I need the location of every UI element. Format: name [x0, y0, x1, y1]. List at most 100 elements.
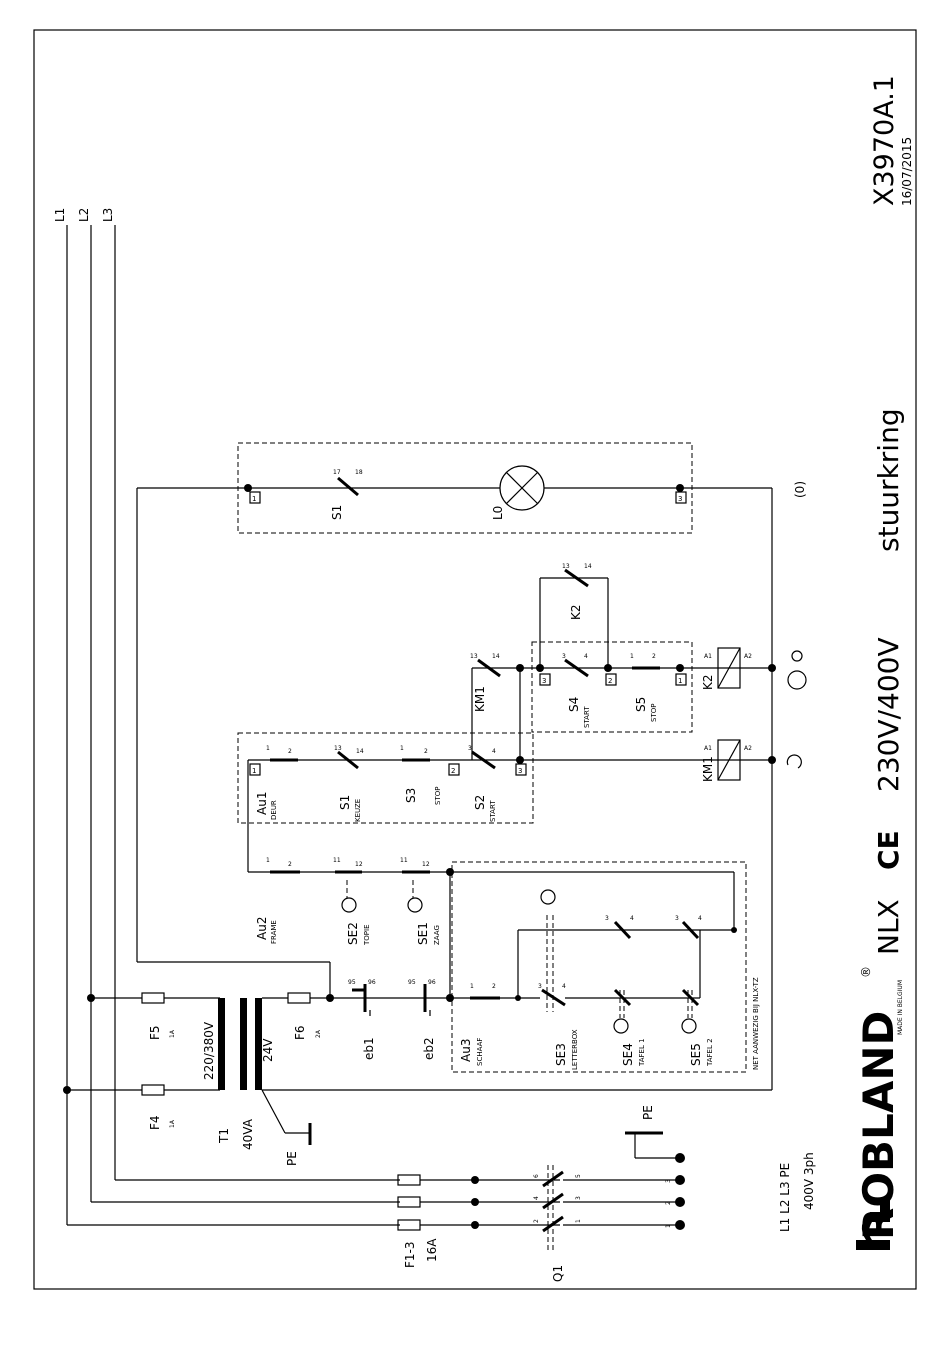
robland-emblem-icon	[856, 1200, 890, 1250]
svg-text:DEUR: DEUR	[270, 800, 278, 820]
transformer-t1: F4 1A F5 1A F6 2A 220/380V 24V T1 40VA P…	[63, 992, 772, 1166]
optional-group-nlx-tz: Au3 SCHAAF SE3 LETTERBOX SE4 TAFEL 1 SE5…	[446, 861, 760, 1073]
svg-text:3: 3	[518, 767, 522, 775]
svg-text:A1: A1	[704, 745, 712, 752]
se1-label: SE1	[416, 922, 430, 945]
svg-text:13: 13	[470, 653, 478, 660]
q1-label: Q1	[551, 1265, 565, 1282]
au1-label: Au1	[255, 792, 269, 815]
svg-text:6: 6	[533, 1174, 540, 1178]
svg-text:18: 18	[355, 469, 363, 476]
s5-label: S5	[634, 697, 648, 712]
svg-text:A2: A2	[744, 653, 752, 660]
l0-label: L0	[491, 506, 505, 520]
svg-text:5: 5	[575, 1174, 582, 1178]
svg-text:®: ®	[859, 966, 873, 978]
voltage-title: 230V/400V	[872, 637, 905, 792]
se4-label: SE4	[621, 1043, 635, 1066]
svg-text:1: 1	[266, 745, 270, 752]
model-title: NLX	[872, 899, 905, 955]
svg-text:2: 2	[492, 983, 496, 990]
svg-text:3: 3	[675, 915, 679, 922]
svg-text:4: 4	[562, 983, 566, 990]
s2-label: S2	[473, 795, 487, 810]
label-l3: L3	[101, 208, 115, 222]
svg-text:12: 12	[422, 861, 430, 868]
control-panel-k2: 3 2 1 S4 START S5 STOP K2 3 4 1 2 13 14	[520, 563, 772, 733]
drawing-number: X3970A.1	[869, 75, 900, 206]
svg-text:A1: A1	[704, 653, 712, 660]
svg-text:2: 2	[665, 1201, 672, 1205]
pe-supply-label: PE	[641, 1105, 655, 1120]
interlock-row: Au2 FRAME SE2 TOPIE SE1 ZAAG 1 2 11 12 1…	[247, 760, 450, 946]
svg-text:2: 2	[608, 677, 612, 685]
svg-text:KEUZE: KEUZE	[354, 799, 362, 822]
f5-label: F5	[148, 1025, 162, 1040]
svg-text:1A: 1A	[169, 1029, 176, 1038]
fuse-f4	[141, 1084, 165, 1096]
svg-text:14: 14	[356, 748, 364, 755]
svg-text:2: 2	[288, 748, 292, 755]
svg-text:STOP: STOP	[434, 787, 442, 805]
svg-text:2: 2	[533, 1219, 540, 1223]
cutter-icon	[791, 650, 803, 662]
drawing-frame	[33, 29, 917, 1290]
svg-text:START: START	[489, 800, 497, 822]
circuit-title: stuurkring	[872, 408, 905, 552]
svg-text:12: 12	[355, 861, 363, 868]
svg-text:13: 13	[562, 563, 570, 570]
svg-text:4: 4	[584, 653, 588, 660]
optional-note: NET AANWEZIG BIJ NLX-TZ	[752, 977, 760, 1070]
f1-3-label: F1-3	[403, 1241, 417, 1268]
label-l2: L2	[77, 208, 91, 222]
svg-text:4: 4	[630, 915, 634, 922]
svg-text:START: START	[583, 706, 591, 728]
svg-text:3: 3	[562, 653, 566, 660]
au3-label: Au3	[459, 1039, 473, 1062]
svg-text:3: 3	[665, 1179, 672, 1183]
se5-label: SE5	[689, 1043, 703, 1066]
t1-primary: 220/380V	[202, 1021, 216, 1080]
km1-label: KM1	[701, 756, 715, 782]
svg-text:17: 17	[333, 469, 341, 476]
svg-text:TAFEL 1: TAFEL 1	[638, 1038, 646, 1067]
main-switch-q1: 6 4 2 5 3 1 Q1	[530, 1165, 680, 1282]
svg-text:4: 4	[533, 1196, 540, 1200]
control-panel-km1: 1 2 3 Au1 DEUR S1 KEUZE S3 STOP S2 START…	[237, 732, 772, 824]
svg-text:14: 14	[492, 653, 500, 660]
svg-text:SCHAAF: SCHAAF	[476, 1038, 484, 1066]
svg-text:2A: 2A	[315, 1029, 322, 1038]
supply-terminals: PE 1 2 3 L1 L2 L3 PE 400V 3ph	[625, 1105, 816, 1232]
svg-text:1: 1	[252, 767, 256, 775]
svg-text:14: 14	[584, 563, 592, 570]
s1-lamp-label: S1	[330, 505, 344, 520]
k2-contact-label: K2	[569, 604, 583, 620]
svg-text:LETTERBOX: LETTERBOX	[571, 1029, 579, 1070]
svg-text:ZAAG: ZAAG	[433, 925, 441, 945]
eb2-label: eb2	[422, 1037, 436, 1060]
svg-text:1: 1	[252, 495, 256, 503]
svg-text:1: 1	[400, 745, 404, 752]
eb1-label: eb1	[362, 1037, 376, 1060]
t1-pe: PE	[285, 1151, 299, 1166]
svg-text:MADE IN BELGIUM: MADE IN BELGIUM	[897, 980, 904, 1035]
fuse-f1-3: F1-3 16A	[397, 1174, 530, 1268]
svg-text:1: 1	[665, 1224, 672, 1228]
fuse-f6	[287, 992, 311, 1004]
svg-text:2: 2	[451, 767, 455, 775]
symbol-zero: (0)	[793, 481, 807, 498]
se2-label: SE2	[346, 922, 360, 945]
k2-label: K2	[701, 674, 715, 690]
ce-mark: CE	[872, 830, 905, 870]
saw-blade-icon	[787, 670, 807, 690]
motor-symbols	[786, 650, 807, 769]
svg-text:13: 13	[334, 745, 342, 752]
k2-coil	[717, 647, 741, 689]
svg-text:1: 1	[470, 983, 474, 990]
svg-text:3: 3	[538, 983, 542, 990]
supply-lines: L1 L2 L3	[53, 208, 400, 1226]
svg-text:11: 11	[400, 857, 408, 864]
svg-text:1A: 1A	[169, 1119, 176, 1128]
contactor-km1: A1 A2 KM1	[701, 739, 776, 782]
